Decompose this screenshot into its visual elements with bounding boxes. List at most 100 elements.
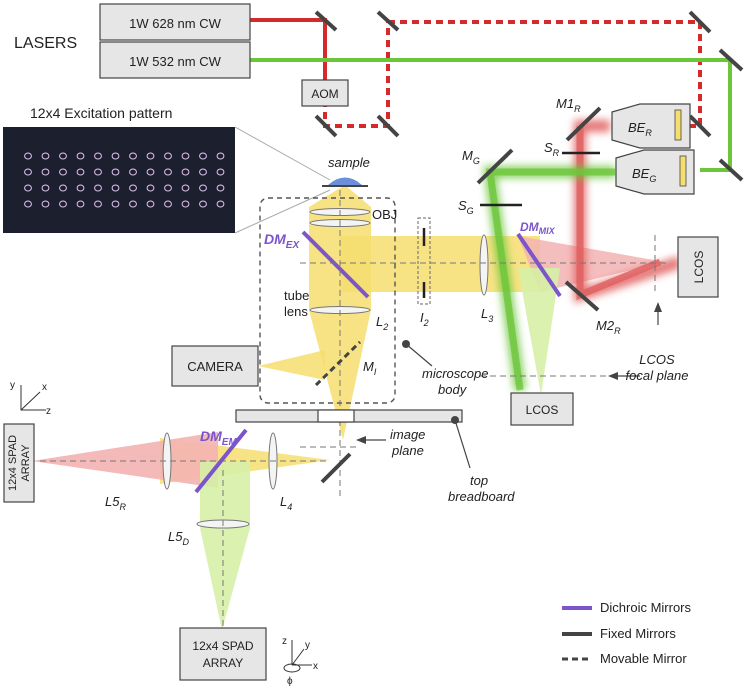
- svg-text:MG: MG: [462, 148, 480, 166]
- svg-text:microscope: microscope: [422, 366, 488, 381]
- microscope-body-outline: [259, 197, 396, 404]
- excitation-spot: [164, 200, 172, 208]
- mirror-mg: [476, 148, 514, 185]
- svg-text:LCOS: LCOS: [526, 403, 559, 417]
- camera-box: CAMERA: [171, 345, 259, 387]
- excitation-spot: [41, 200, 50, 208]
- excitation-spot: [24, 200, 32, 208]
- svg-text:SR: SR: [544, 140, 560, 158]
- svg-text:DMMIX: DMMIX: [520, 220, 556, 236]
- excitation-spot: [111, 184, 120, 192]
- svg-text:LCOS: LCOS: [639, 352, 675, 367]
- legend-movable: Movable Mirror: [600, 651, 687, 666]
- svg-text:x: x: [42, 382, 47, 393]
- obj-label: OBJ: [372, 207, 397, 222]
- excitation-spot: [129, 168, 137, 176]
- svg-text:top: top: [470, 473, 488, 488]
- svg-text:L4: L4: [280, 494, 292, 512]
- excitation-spot: [216, 152, 225, 160]
- dm-em-mirror: [194, 428, 248, 494]
- svg-text:AOM: AOM: [311, 87, 338, 101]
- legend-dichroic: Dichroic Mirrors: [600, 600, 692, 615]
- svg-text:y: y: [10, 380, 15, 391]
- iris-i2: [417, 217, 431, 305]
- axes-left: [20, 385, 46, 411]
- excitation-spot: [146, 184, 155, 192]
- excitation-spot: [76, 200, 85, 208]
- excitation-spot: [216, 200, 225, 208]
- svg-text:L5R: L5R: [105, 494, 126, 512]
- fixed-mirrors-top: [314, 10, 744, 182]
- svg-text:DMEM: DMEM: [200, 428, 237, 448]
- excitation-spot: [94, 152, 102, 160]
- excitation-pattern-image: [3, 127, 235, 233]
- mirror-m2r: [564, 280, 600, 312]
- svg-text:MI: MI: [363, 359, 377, 377]
- excitation-spot: [24, 184, 32, 192]
- excitation-spot: [24, 168, 32, 176]
- movable-mirror-mi: [314, 340, 362, 387]
- dm-ex-mirror: [301, 230, 370, 299]
- excitation-spot: [129, 200, 137, 208]
- laser-red: 1W 628 nm CW: [99, 3, 251, 41]
- excitation-spot: [181, 200, 190, 208]
- pattern-title: 12x4 Excitation pattern: [30, 105, 172, 121]
- excitation-spot: [199, 168, 207, 176]
- excitation-spot: [94, 200, 102, 208]
- svg-text:image: image: [390, 427, 425, 442]
- svg-text:L3: L3: [481, 306, 493, 324]
- excitation-spot: [181, 168, 190, 176]
- excitation-spot: [41, 184, 50, 192]
- laser-green: 1W 532 nm CW: [99, 41, 251, 79]
- excitation-spot: [216, 184, 225, 192]
- lcos-bottom: LCOS: [510, 392, 574, 426]
- aom-box: AOM: [301, 79, 349, 107]
- svg-text:BER: BER: [628, 120, 652, 138]
- spad-array-left: 12x4 SPAD ARRAY: [3, 423, 35, 503]
- svg-text:L2: L2: [376, 314, 388, 332]
- excitation-spot: [181, 152, 190, 160]
- excitation-spot: [129, 184, 137, 192]
- excitation-spot: [59, 184, 67, 192]
- svg-text:L5D: L5D: [168, 529, 189, 547]
- mirror-m1r: [565, 106, 602, 142]
- svg-text:M1R: M1R: [556, 96, 581, 114]
- svg-text:y: y: [305, 640, 310, 651]
- lasers-title: LASERS: [14, 35, 77, 52]
- excitation-spot: [59, 152, 67, 160]
- svg-text:CAMERA: CAMERA: [187, 359, 243, 374]
- excitation-spot: [76, 168, 85, 176]
- legend-fixed: Fixed Mirrors: [600, 626, 676, 641]
- excitation-spot: [41, 168, 50, 176]
- svg-text:12x4 SPAD: 12x4 SPAD: [192, 639, 253, 653]
- excitation-spot: [164, 168, 172, 176]
- excitation-spot: [216, 168, 225, 176]
- excitation-spot: [111, 168, 120, 176]
- axes-bottom: [283, 640, 312, 673]
- excitation-spot: [94, 168, 102, 176]
- excitation-spot: [41, 152, 50, 160]
- beam-expander-green: BEG: [615, 149, 695, 195]
- svg-text:ARRAY: ARRAY: [203, 656, 243, 670]
- excitation-spot: [59, 168, 67, 176]
- svg-text:focal plane: focal plane: [626, 368, 689, 383]
- excitation-spot: [76, 184, 85, 192]
- svg-text:LCOS: LCOS: [692, 251, 706, 284]
- excitation-spot: [111, 152, 120, 160]
- excitation-spot: [199, 152, 207, 160]
- svg-text:ARRAY: ARRAY: [20, 444, 32, 482]
- excitation-spot: [181, 184, 190, 192]
- svg-text:lens: lens: [284, 304, 308, 319]
- svg-text:tube: tube: [284, 288, 309, 303]
- mirror-image-plane: [320, 452, 352, 484]
- svg-text:x: x: [313, 661, 318, 672]
- sample: [328, 177, 362, 185]
- excitation-spot: [94, 184, 102, 192]
- beam-expander-red: BER: [611, 103, 691, 149]
- excitation-spot: [146, 152, 155, 160]
- excitation-spot: [146, 168, 155, 176]
- svg-text:I2: I2: [420, 310, 429, 328]
- excitation-spot: [111, 200, 120, 208]
- laser-green-label: 1W 532 nm CW: [129, 54, 221, 69]
